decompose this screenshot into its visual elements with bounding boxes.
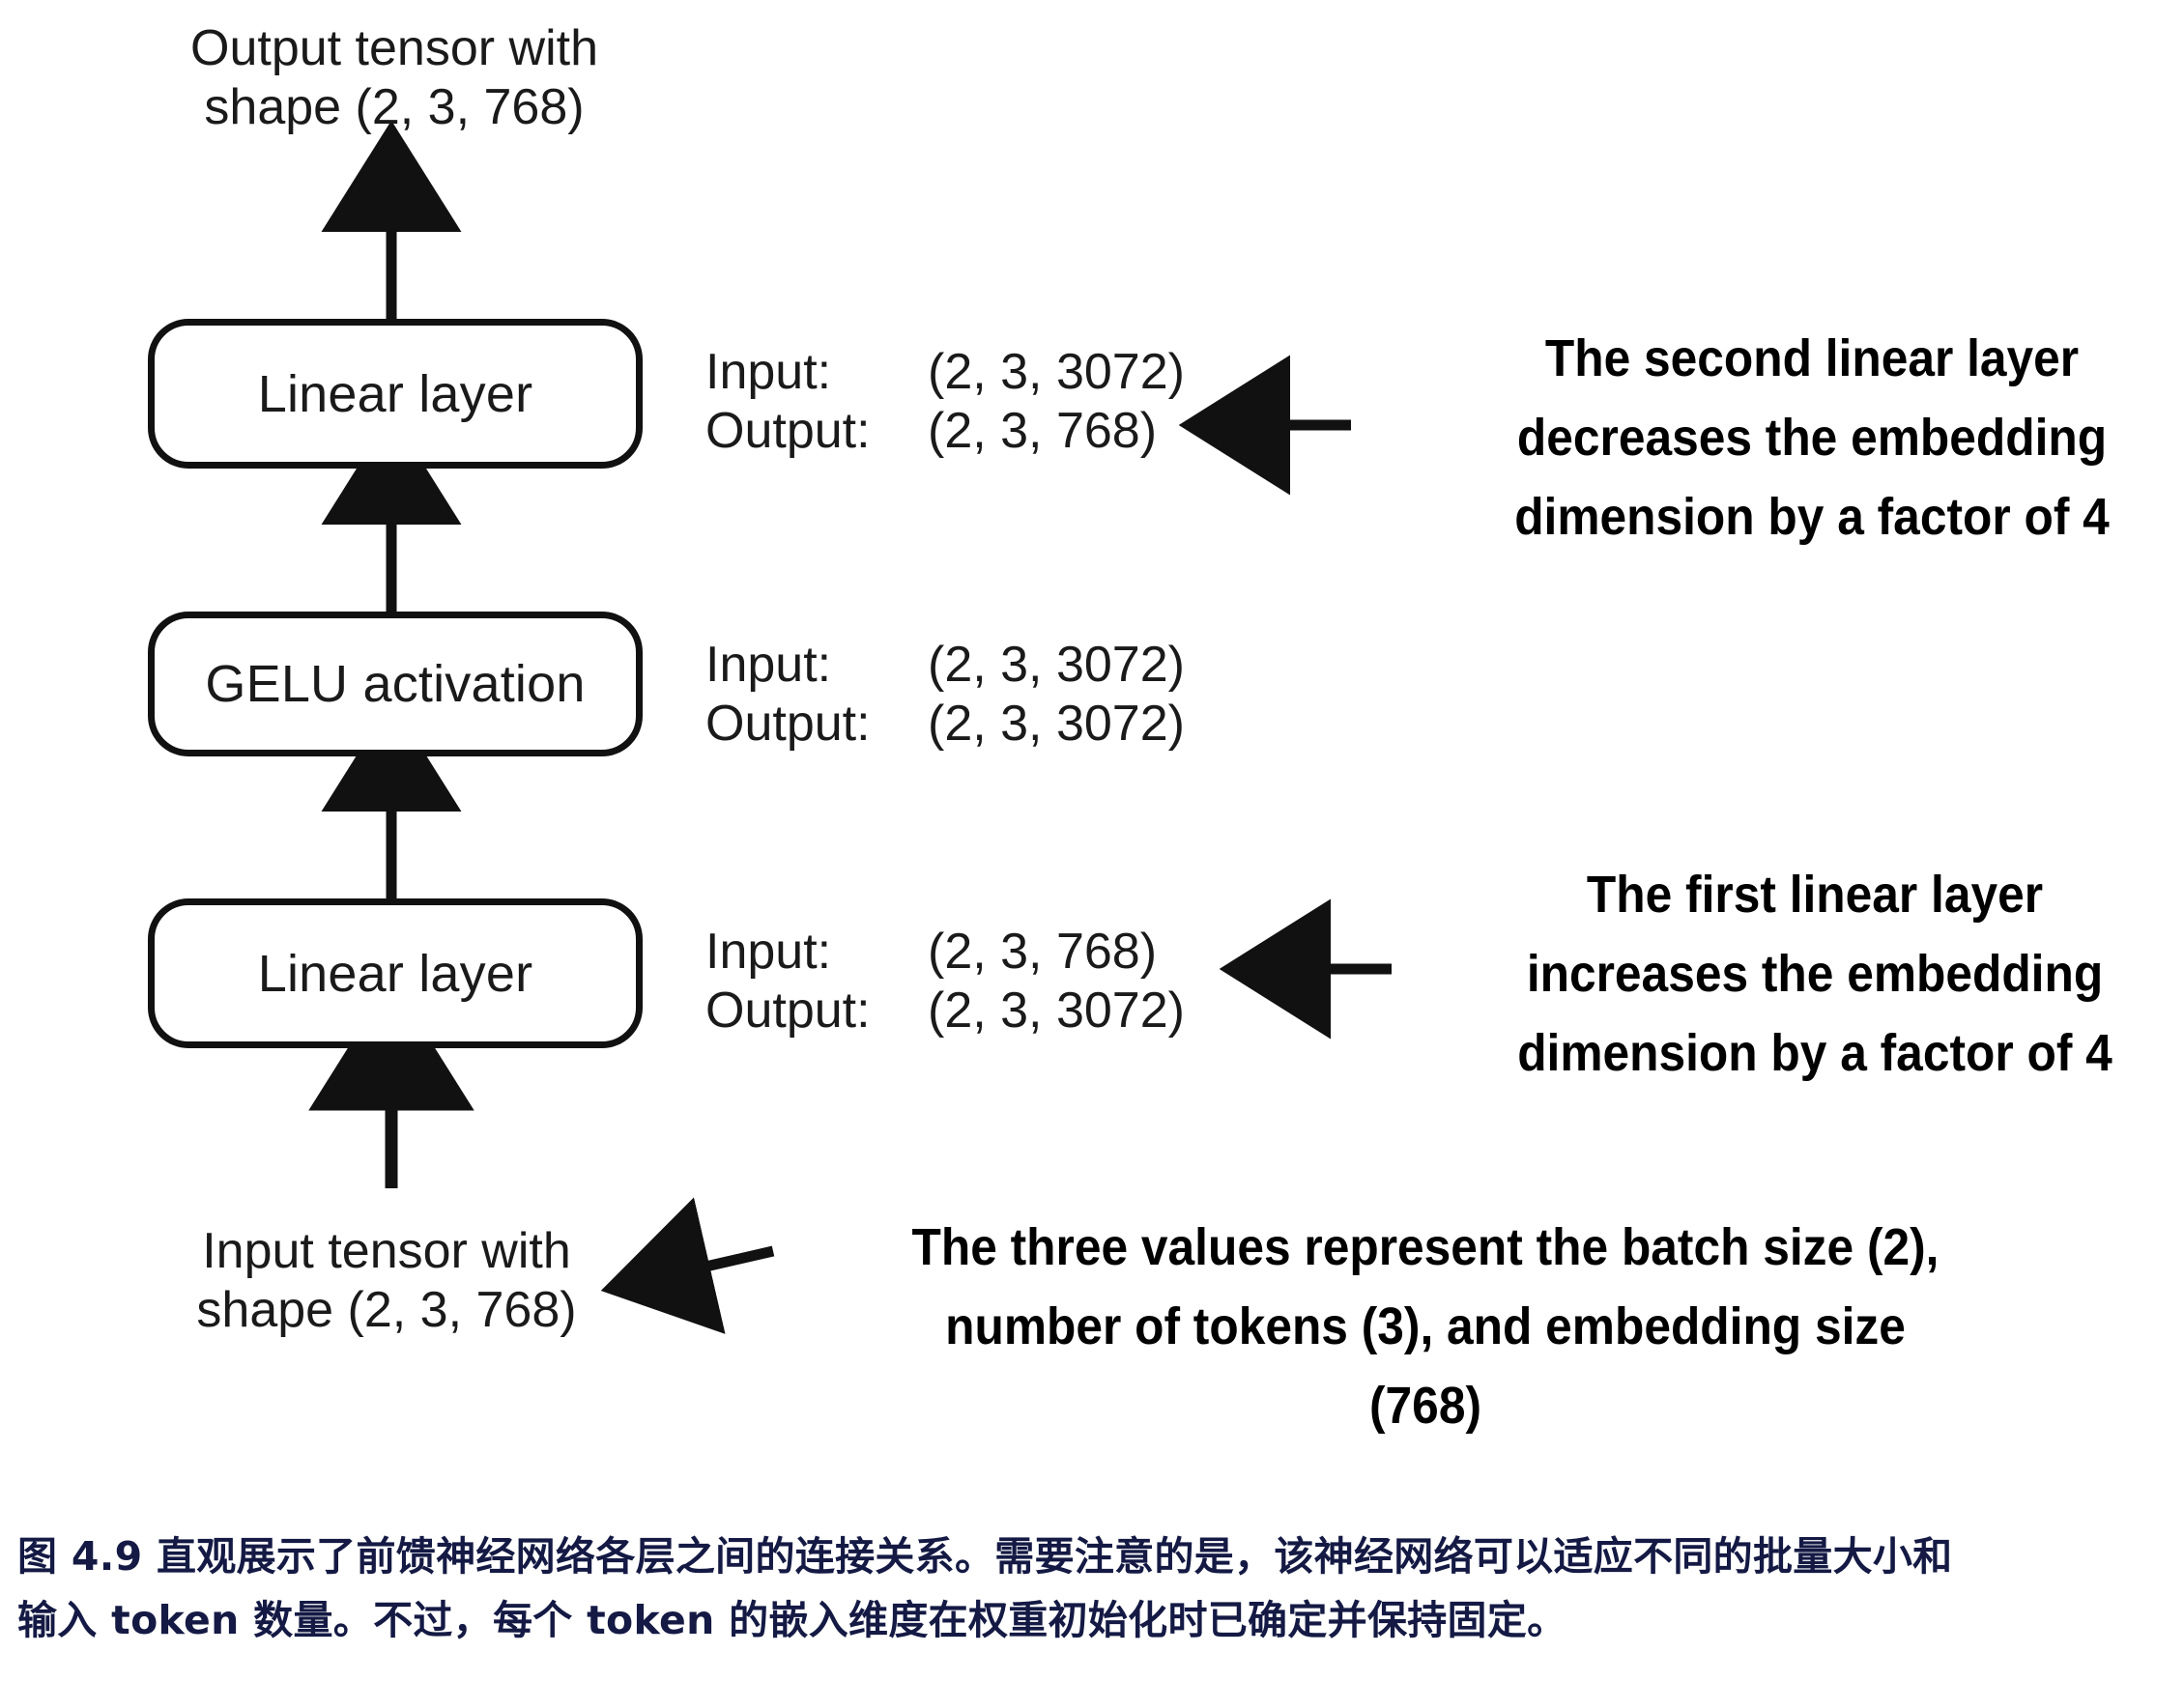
- output-tensor-label: Output tensor with shape (2, 3, 768): [190, 20, 598, 135]
- io-input-value: (2, 3, 3072): [928, 344, 1185, 400]
- io-block-linear-layer-second: Input: (2, 3, 3072) Output: (2, 3, 768): [705, 343, 1185, 461]
- annotation-line-3: (768): [1369, 1377, 1481, 1436]
- io-row-output: Output: (2, 3, 3072): [705, 695, 1185, 754]
- input-tensor-label: Input tensor with shape (2, 3, 768): [196, 1223, 577, 1338]
- io-output-key: Output:: [705, 695, 871, 752]
- io-output-value: (2, 3, 3072): [928, 695, 1185, 752]
- io-row-input: Input: (2, 3, 3072): [705, 636, 1185, 695]
- io-input-key: Input:: [705, 344, 832, 400]
- node-label-gelu-activation: GELU activation: [205, 655, 586, 713]
- figure-caption: 图 4.9 直观展示了前馈神经网络各层之间的连接关系。需要注意的是，该神经网络可…: [17, 1524, 2153, 1653]
- io-input-value: (2, 3, 3072): [928, 637, 1185, 693]
- annotation-line-2: decreases the embedding: [1516, 409, 2108, 468]
- io-output-value: (2, 3, 768): [928, 402, 1158, 459]
- node-label-linear-layer-second: Linear layer: [257, 364, 533, 423]
- node-linear-layer-first[interactable]: Linear layer: [148, 898, 643, 1048]
- io-input-key: Input:: [705, 924, 832, 980]
- annotation-second-linear-layer: The second linear layer decreases the em…: [1506, 319, 2119, 556]
- io-row-input: Input: (2, 3, 3072): [705, 343, 1185, 402]
- annotation-line-1: The three values represent the batch siz…: [911, 1218, 1940, 1276]
- caption-line-2: 输入 token 数量。不过，每个 token 的嵌入维度在权重初始化时已确定并…: [17, 1597, 1567, 1644]
- annotation-line-2: number of tokens (3), and embedding size: [945, 1297, 1906, 1356]
- io-block-linear-layer-first: Input: (2, 3, 768) Output: (2, 3, 3072): [705, 923, 1185, 1040]
- node-linear-layer-second[interactable]: Linear layer: [148, 319, 643, 469]
- io-output-value: (2, 3, 3072): [928, 982, 1185, 1039]
- io-input-value: (2, 3, 768): [928, 924, 1158, 980]
- annotation-line-1: The second linear layer: [1544, 329, 2080, 387]
- arrow-annot-three-values: [600, 1197, 775, 1334]
- caption-line-1: 图 4.9 直观展示了前馈神经网络各层之间的连接关系。需要注意的是，该神经网络可…: [17, 1533, 1953, 1580]
- annotation-line-3: dimension by a factor of 4: [1514, 488, 2110, 547]
- io-block-gelu-activation: Input: (2, 3, 3072) Output: (2, 3, 3072): [705, 636, 1185, 754]
- annotation-first-linear-layer: The first linear layer increases the emb…: [1504, 855, 2126, 1093]
- io-output-key: Output:: [705, 982, 871, 1039]
- io-row-output: Output: (2, 3, 3072): [705, 982, 1185, 1040]
- node-gelu-activation[interactable]: GELU activation: [148, 612, 643, 756]
- node-label-linear-layer-first: Linear layer: [257, 944, 533, 1003]
- annotation-three-values: The three values represent the batch siz…: [861, 1208, 1990, 1445]
- annotation-line-2: increases the embedding: [1526, 945, 2104, 1004]
- io-input-key: Input:: [705, 637, 832, 693]
- annotation-line-1: The first linear layer: [1586, 866, 2044, 924]
- io-row-input: Input: (2, 3, 768): [705, 923, 1185, 982]
- annotation-line-3: dimension by a factor of 4: [1517, 1024, 2112, 1083]
- io-row-output: Output: (2, 3, 768): [705, 402, 1185, 461]
- io-output-key: Output:: [705, 402, 871, 459]
